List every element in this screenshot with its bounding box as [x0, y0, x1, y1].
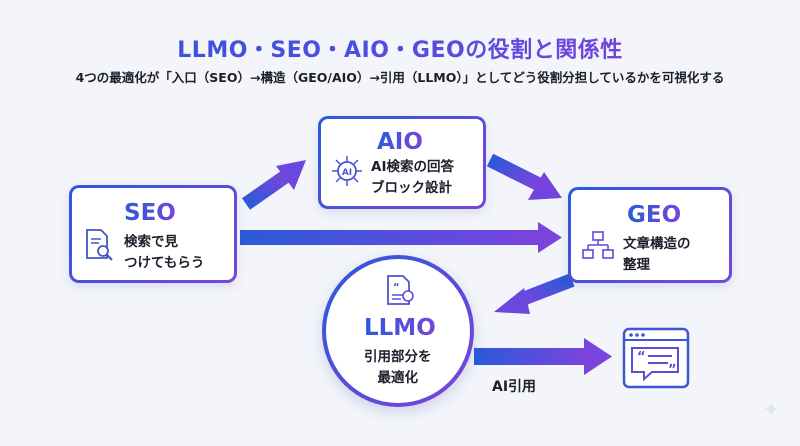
- llmo-node: “ LLMO 引用部分を 最適化: [322, 255, 474, 407]
- seo-node: SEO 検索で見 つけてもらう: [69, 185, 237, 283]
- seo-description: 検索で見 つけてもらう: [124, 234, 205, 271]
- aio-node: AIO AI AI検索の回答 ブロック設計: [318, 116, 486, 209]
- ai-chip-icon: AI: [332, 156, 362, 186]
- llmo-title: LLMO: [364, 315, 436, 341]
- ai-citation-label: AI引用: [492, 379, 537, 395]
- quote-document-icon: “: [387, 275, 414, 305]
- diagram-subtitle: 4つの最適化が「入口（SEO）→構造（GEO/AIO）→引用（LLMO）」として…: [75, 70, 725, 85]
- arrow-seo-to-aio: [241, 160, 306, 210]
- arrow-aio-to-geo: [486, 153, 562, 200]
- quote-window-icon: “ ”: [622, 327, 690, 389]
- arrow-seo-to-geo: [240, 222, 562, 253]
- svg-text:”: ”: [668, 363, 677, 378]
- svg-text:“: “: [637, 350, 646, 365]
- arrow-llmo-to-ai: [474, 338, 612, 375]
- svg-text:“: “: [393, 282, 400, 293]
- sparkle-icon: ✦: [762, 398, 781, 423]
- arrow-geo-to-llmo: [494, 273, 575, 314]
- aio-description: AI検索の回答 ブロック設計: [371, 159, 454, 196]
- geo-title: GEO: [627, 202, 682, 228]
- geo-description: 文章構造の 整理: [623, 236, 691, 273]
- svg-text:AI: AI: [342, 168, 352, 178]
- hierarchy-icon: [582, 231, 614, 259]
- document-search-icon: [86, 229, 113, 261]
- diagram-title: LLMO・SEO・AIO・GEOの役割と関係性: [0, 32, 800, 64]
- aio-title: AIO: [377, 129, 423, 155]
- seo-title: SEO: [124, 200, 176, 226]
- geo-node: GEO 文章構造の 整理: [568, 187, 732, 283]
- llmo-description: 引用部分を 最適化: [364, 349, 432, 386]
